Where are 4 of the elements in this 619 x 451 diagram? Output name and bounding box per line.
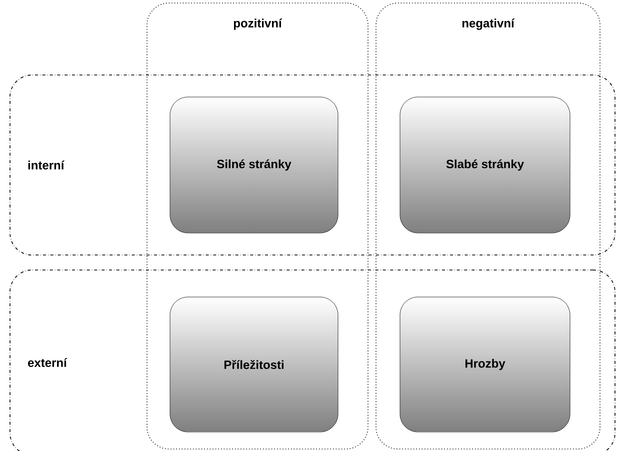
quadrant-box: Silné stránky: [170, 96, 338, 234]
quadrant-box: Hrozby: [400, 296, 570, 432]
quadrant-box: Příležitosti: [170, 296, 338, 432]
quadrant-box: Slabé stránky: [400, 96, 570, 234]
